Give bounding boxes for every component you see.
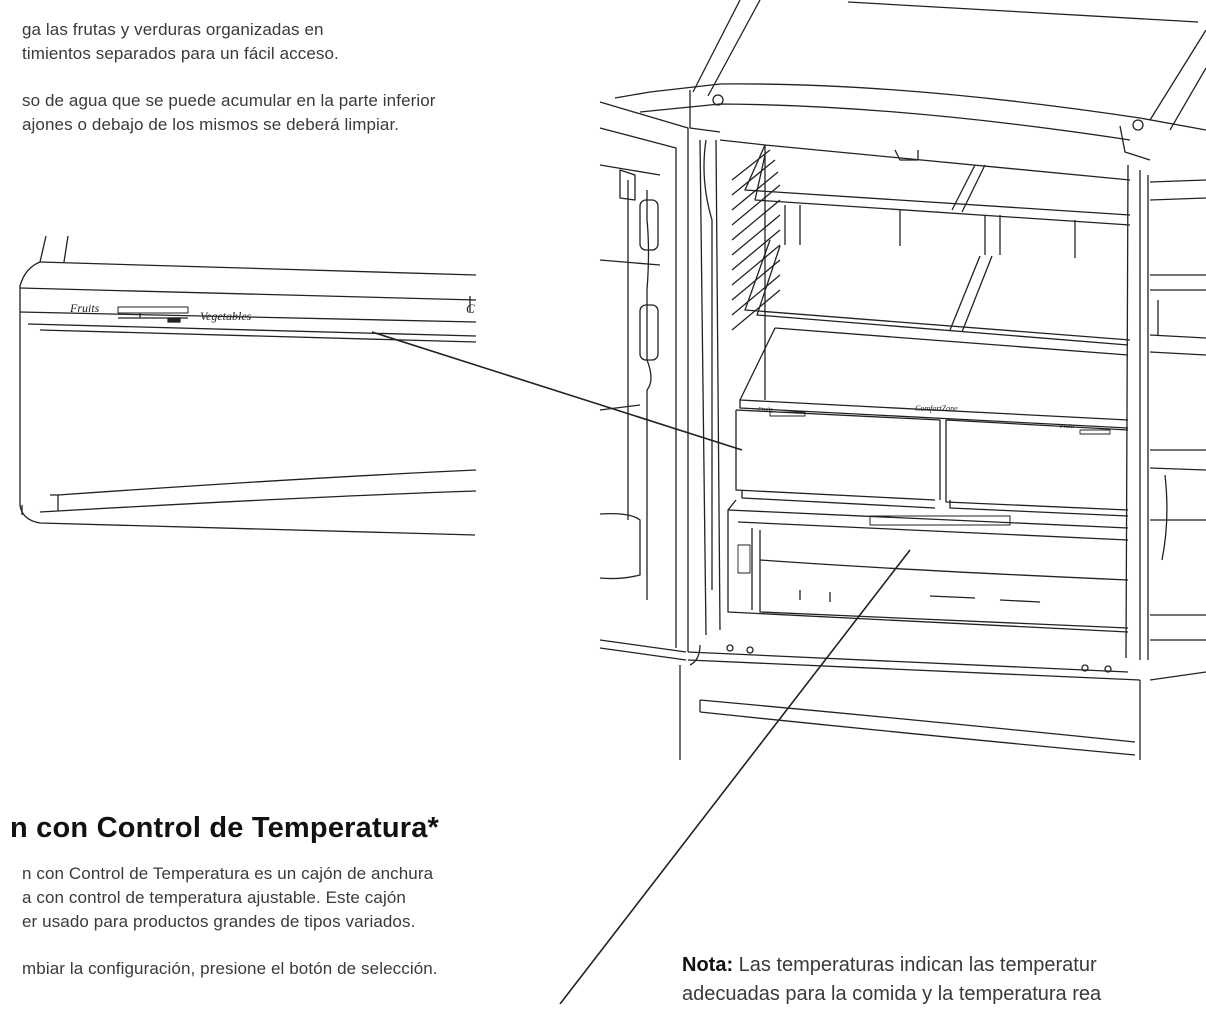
- water-text-line-1: so de agua que se puede acumular en la p…: [22, 91, 436, 110]
- fridge-label-comfortzone: ComfortZone: [915, 404, 958, 413]
- instruction-text: mbiar la configuración, presione el botó…: [22, 959, 438, 978]
- section-heading: n con Control de Temperatura*: [10, 812, 440, 844]
- leader-line-comfortzone: [559, 549, 911, 1004]
- comfortzone-text-line-3: er usado para productos grandes de tipos…: [22, 912, 416, 931]
- note-line-2: adecuadas para la comida y la temperatur…: [682, 983, 1102, 1005]
- note-line-1: Nota: Las temperaturas indican las tempe…: [682, 951, 1097, 980]
- refrigerator: [599, 0, 1206, 760]
- fridge-label-right: Fruits: [1059, 424, 1075, 430]
- note-label: Nota:: [682, 954, 734, 976]
- leader-line-crisper: [371, 331, 743, 451]
- drawer-label-fruits: Fruits: [69, 301, 100, 315]
- produce-text-line-2: timientos separados para un fácil acceso…: [22, 44, 339, 63]
- comfortzone-text-line-2: a con control de temperatura ajustable. …: [22, 888, 406, 907]
- produce-text-line-1: ga las frutas y verduras organizadas en: [22, 20, 324, 39]
- drawer-label-cut: C: [466, 301, 475, 316]
- drawer-closeup: [19, 235, 477, 536]
- comfortzone-text-line-1: n con Control de Temperatura es un cajón…: [22, 864, 434, 883]
- water-text-line-2: ajones o debajo de los mismos se deberá …: [22, 115, 400, 134]
- note-text-1: Las temperaturas indican las temperatur: [733, 954, 1097, 976]
- drawer-label-vegetables: Vegetables: [200, 309, 252, 323]
- fridge-label-left: Fruits: [757, 407, 773, 413]
